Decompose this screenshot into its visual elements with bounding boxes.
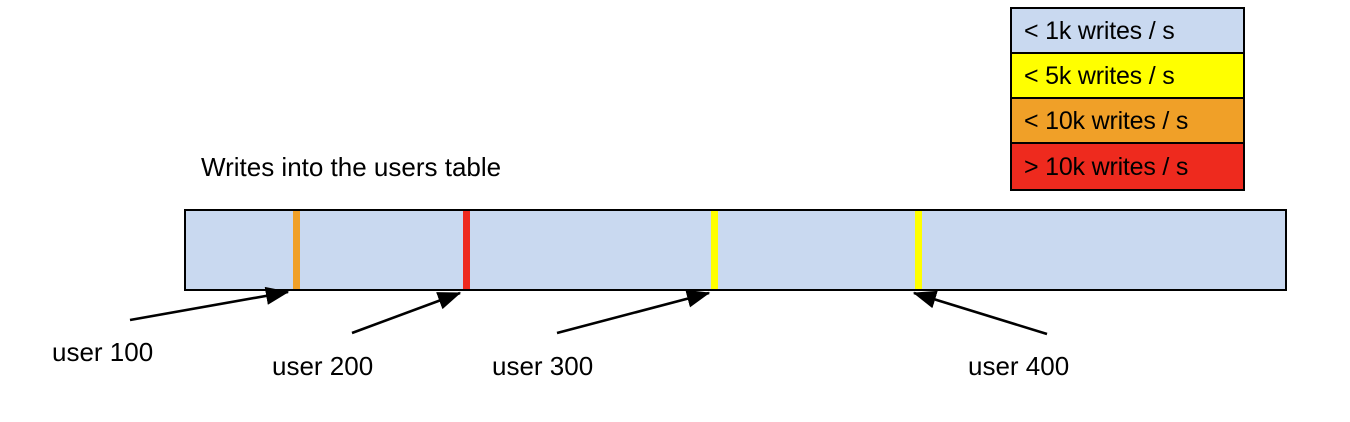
pointer-user-300-arrow-icon	[556, 289, 711, 335]
marker-user-100	[292, 211, 300, 289]
write-rate-legend: < 1k writes / s < 5k writes / s < 10k writ…	[1010, 7, 1245, 191]
legend-label: < 5k writes / s	[1024, 61, 1175, 90]
bar-title: Writes into the users table	[201, 152, 502, 182]
legend-row-2: < 10k writes / s	[1012, 99, 1243, 144]
marker-user-200	[462, 211, 470, 289]
pointer-user-100-arrow-icon	[129, 286, 290, 322]
marker-user-400	[914, 211, 922, 289]
pointer-user-200-label: user 200	[272, 351, 374, 381]
legend-row-0: < 1k writes / s	[1012, 9, 1243, 54]
legend-row-3: > 10k writes / s	[1012, 144, 1243, 189]
pointer-user-400-arrow-icon	[912, 290, 1048, 336]
pointer-user-200-arrow-icon	[351, 291, 462, 335]
users-table-bar	[184, 209, 1287, 291]
legend-label: < 1k writes / s	[1024, 16, 1175, 45]
pointer-user-400-label: user 400	[968, 351, 1070, 381]
marker-user-300	[711, 211, 719, 289]
legend-label: > 10k writes / s	[1024, 152, 1189, 181]
pointer-user-300-label: user 300	[492, 351, 594, 381]
legend-label: < 10k writes / s	[1024, 106, 1189, 135]
legend-row-1: < 5k writes / s	[1012, 54, 1243, 99]
pointer-user-100-label: user 100	[52, 337, 154, 367]
